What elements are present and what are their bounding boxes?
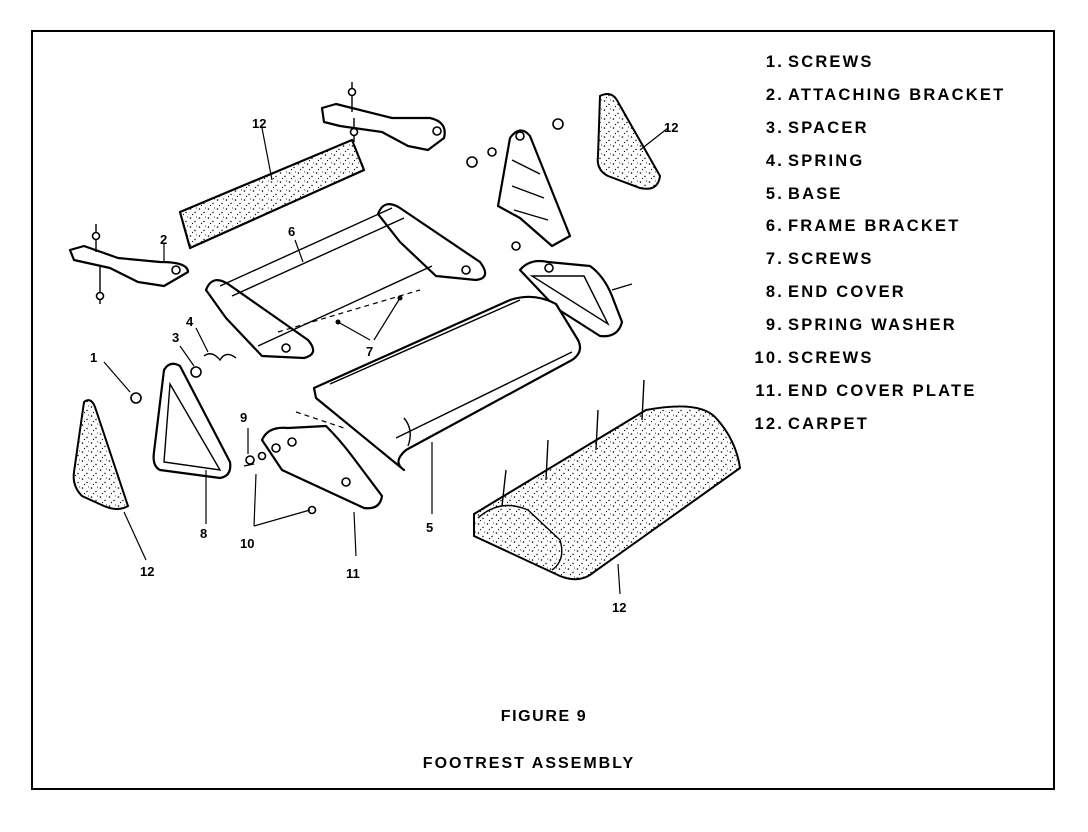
figure-frame (31, 30, 1055, 790)
callout-12-top: 12 (252, 116, 266, 131)
legend-item: 7.SCREWS (765, 250, 874, 269)
attaching-bracket-left (68, 224, 190, 304)
callout-3: 3 (172, 330, 179, 345)
legend-item: 6.FRAME BRACKET (765, 217, 961, 236)
figure-title: FOOTREST ASSEMBLY (422, 755, 636, 772)
carpet-large (473, 379, 742, 595)
legend-item: 3.SPACER (765, 118, 869, 137)
callout-12-right: 12 (664, 120, 678, 135)
legend-item: 11.END COVER PLATE (755, 381, 977, 400)
legend-item: 8.END COVER (765, 283, 906, 302)
legend-item: 4.SPRING (765, 151, 865, 170)
callout-12-bottom: 12 (612, 600, 626, 615)
callout-6: 6 (288, 224, 295, 239)
end-cover-left (103, 327, 237, 524)
attaching-bracket-upper (320, 82, 446, 152)
legend-item: 5.BASE (765, 184, 843, 203)
side-bracket-right (466, 118, 572, 251)
callout-1: 1 (90, 350, 97, 365)
carpet-strip-top (178, 127, 366, 250)
frame-bracket (204, 203, 487, 360)
legend-item: 2.ATTACHING BRACKET (765, 85, 1006, 104)
end-cover-plate (260, 411, 384, 557)
spring-washers-and-screws (243, 428, 317, 527)
base (312, 295, 582, 514)
callout-10: 10 (240, 536, 254, 551)
callout-9: 9 (240, 410, 247, 425)
screws-7 (277, 289, 421, 341)
callout-8: 8 (200, 526, 207, 541)
callout-5: 5 (426, 520, 433, 535)
callout-11: 11 (346, 566, 360, 581)
figure-label: FIGURE 9 (500, 708, 588, 725)
legend-item: 9.SPRING WASHER (765, 316, 957, 335)
carpet-triangle-right (596, 93, 669, 190)
legend-item: 12.CARPET (754, 414, 870, 433)
end-cover-right (518, 259, 633, 338)
legend-item: 10.SCREWS (754, 349, 874, 368)
callout-7: 7 (366, 344, 373, 359)
callout-4: 4 (186, 314, 194, 329)
carpet-triangle-left (72, 399, 147, 561)
parts-legend: 1.SCREWS 2.ATTACHING BRACKET 3.SPACER 4.… (738, 53, 1068, 448)
callout-2: 2 (160, 232, 167, 247)
callout-12-left: 12 (140, 564, 154, 579)
legend-item: 1.SCREWS (765, 53, 874, 71)
